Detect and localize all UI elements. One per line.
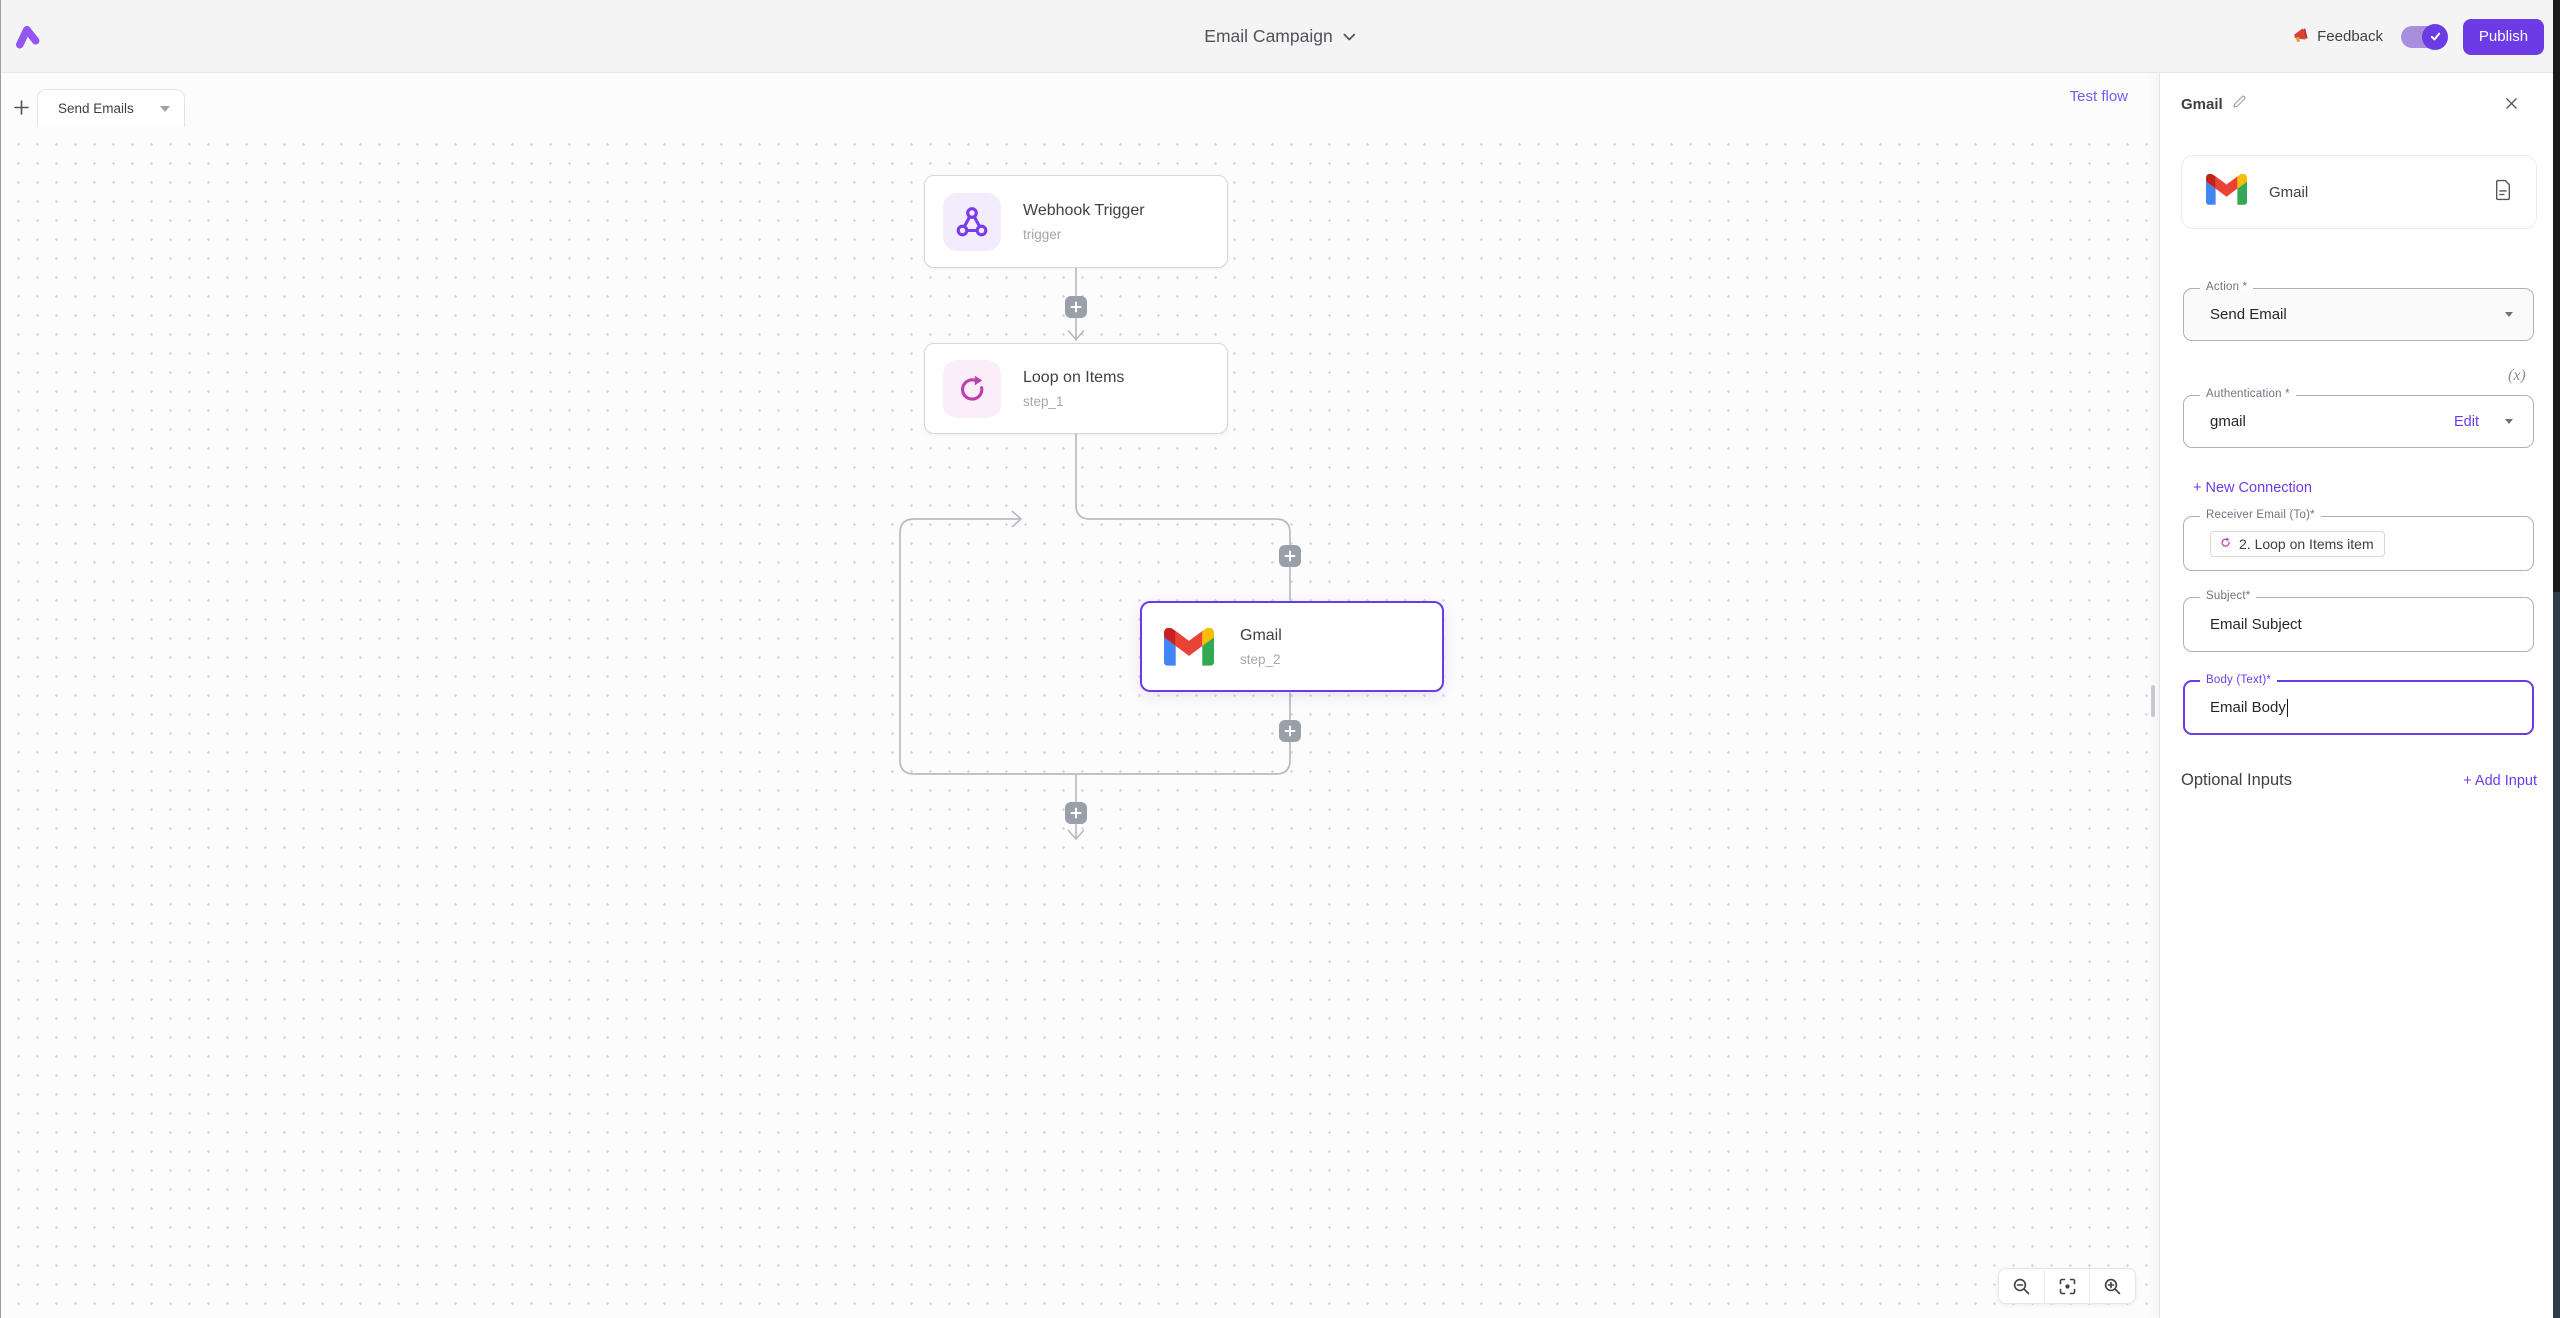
loop-item-token[interactable]: 2. Loop on Items item: [2210, 530, 2385, 557]
flow-title: Email Campaign: [1204, 26, 1333, 46]
action-label: Action *: [2200, 281, 2254, 293]
tab-caret-icon: [160, 105, 170, 112]
zoom-in-button[interactable]: [2089, 1269, 2135, 1303]
piece-info-card: Gmail: [2181, 155, 2537, 229]
text-cursor: [2286, 698, 2289, 717]
node-loop-on-items[interactable]: Loop on Items step_1: [924, 343, 1228, 434]
test-flow-link[interactable]: Test flow: [2069, 88, 2128, 105]
step-settings-panel: Gmail Gmail: [2159, 73, 2553, 1318]
flow-title-menu[interactable]: Email Campaign: [1204, 0, 1356, 73]
caret-down-icon: [2505, 312, 2513, 317]
optional-inputs-row: Optional Inputs + Add Input: [2181, 771, 2537, 790]
gmail-logo-icon: [1160, 618, 1218, 676]
megaphone-icon: [2291, 26, 2309, 48]
flow-enabled-toggle[interactable]: [2401, 23, 2448, 50]
chevron-down-icon: [1343, 28, 1356, 46]
body-label: Body (Text)*: [2200, 674, 2278, 686]
add-run-tab-button[interactable]: [8, 94, 34, 120]
node-step-name: trigger: [1023, 226, 1062, 242]
body-value: Email Body: [2210, 699, 2286, 716]
feedback-link[interactable]: Feedback: [2291, 26, 2383, 48]
node-webhook-trigger[interactable]: Webhook Trigger trigger: [924, 175, 1228, 268]
authentication-select[interactable]: Authentication * gmail Edit: [2183, 388, 2534, 448]
add-step-button[interactable]: [1065, 802, 1087, 824]
edit-connection-link[interactable]: Edit: [2454, 413, 2479, 430]
subject-label: Subject*: [2200, 590, 2257, 602]
action-select[interactable]: Action * Send Email: [2183, 281, 2534, 341]
webhook-icon: [943, 192, 1001, 251]
topbar-actions: Feedback Publish: [2291, 0, 2544, 73]
fit-view-button[interactable]: [2043, 1269, 2090, 1303]
receiver-email-input[interactable]: Receiver Email (To)* 2. Loop on Items it…: [2183, 509, 2534, 571]
window-left-edge: [0, 0, 1, 1318]
subject-value: Email Subject: [2210, 616, 2302, 633]
loop-icon: [2219, 536, 2232, 552]
node-step-name: step_1: [1023, 393, 1064, 409]
activepieces-logo-icon[interactable]: [15, 21, 42, 56]
token-label: 2. Loop on Items item: [2239, 535, 2374, 552]
canvas-zoom-controls: [1998, 1268, 2136, 1304]
add-step-button[interactable]: [1279, 720, 1301, 742]
node-title: Loop on Items: [1023, 368, 1125, 386]
tab-send-emails[interactable]: Send Emails: [37, 89, 185, 127]
authentication-value: gmail: [2210, 413, 2246, 430]
tab-label: Send Emails: [58, 101, 134, 116]
canvas-top-strip: [0, 73, 2159, 127]
gmail-logo-icon: [2206, 173, 2247, 210]
panel-header: Gmail: [2181, 94, 2247, 114]
node-title: Webhook Trigger: [1023, 201, 1145, 219]
piece-name: Gmail: [2269, 183, 2309, 201]
node-title: Gmail: [1240, 626, 1282, 644]
subject-input[interactable]: Subject* Email Subject: [2183, 590, 2534, 652]
node-step-name: step_2: [1240, 651, 1281, 667]
docs-icon[interactable]: [2494, 179, 2512, 206]
zoom-out-button[interactable]: [1999, 1269, 2044, 1303]
close-icon[interactable]: [2501, 93, 2521, 113]
publish-button[interactable]: Publish: [2463, 18, 2544, 55]
node-gmail[interactable]: Gmail step_2: [1140, 601, 1444, 692]
scrollbar-thumb[interactable]: [2553, 0, 2560, 592]
add-input-link[interactable]: + Add Input: [2463, 772, 2537, 789]
body-text-input[interactable]: Body (Text)* Email Body: [2183, 674, 2534, 735]
feedback-label: Feedback: [2317, 28, 2383, 45]
window-scrollbar[interactable]: [2553, 0, 2560, 1318]
top-bar: Email Campaign Feedback Publish: [0, 0, 2560, 73]
receiver-email-label: Receiver Email (To)*: [2200, 509, 2321, 521]
toggle-knob: [2422, 23, 2448, 50]
add-step-button[interactable]: [1065, 296, 1087, 318]
flow-canvas[interactable]: Webhook Trigger trigger Loop on Items st…: [0, 73, 2159, 1318]
optional-inputs-title: Optional Inputs: [2181, 771, 2292, 789]
loop-icon: [943, 359, 1001, 418]
caret-down-icon: [2505, 419, 2513, 424]
edit-pencil-icon[interactable]: [2232, 94, 2247, 114]
new-connection-link[interactable]: + New Connection: [2193, 480, 2312, 496]
action-value: Send Email: [2210, 306, 2287, 323]
panel-step-name: Gmail: [2181, 95, 2223, 113]
insert-variable-icon[interactable]: (x): [2508, 367, 2526, 384]
authentication-label: Authentication *: [2200, 388, 2296, 400]
panel-resize-handle[interactable]: [2151, 685, 2155, 717]
add-step-button[interactable]: [1279, 545, 1301, 567]
